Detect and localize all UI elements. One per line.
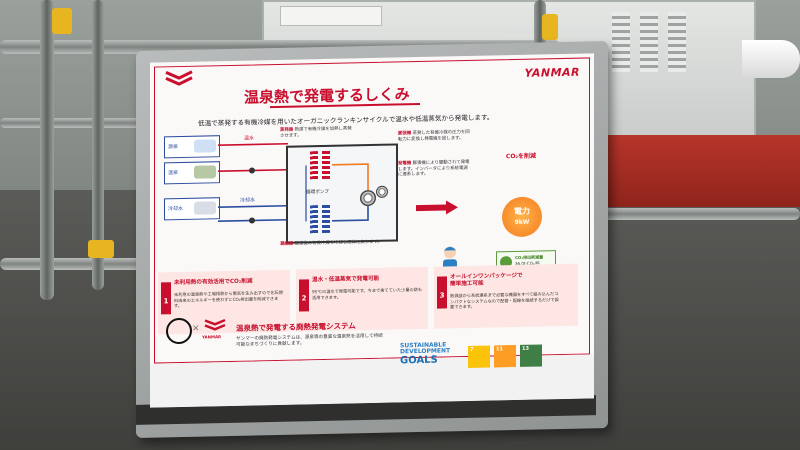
orc-diagram: 源泉 温泉 冷却水 温水 冷却水 <box>164 126 470 248</box>
collab-x: × <box>192 323 200 334</box>
flow-label-hot: 温水 <box>244 135 255 142</box>
sdg-logo: SUSTAINABLE DEVELOPMENT GOALS <box>400 341 451 367</box>
vent-icon <box>612 12 630 72</box>
orc-module: 循環ポンプ <box>286 143 398 244</box>
note-evaporator: 蒸発器 熱源で有機冷媒を加熱し蒸発させます。 <box>280 126 352 139</box>
note-expander: 膨張機 蒸発した有機冷媒の圧力を回転力に変換し発電機を回します。 <box>398 129 470 142</box>
vent-icon <box>668 12 686 72</box>
refrigerant-loop <box>305 163 369 222</box>
feature-heading-2: 簡単施工可能 <box>450 280 484 288</box>
scaffold-pipe <box>0 118 150 128</box>
white-pipe <box>742 40 800 78</box>
scaffold-pipe <box>590 208 800 220</box>
yellow-clamp <box>88 240 114 258</box>
source-label: 源泉 <box>168 144 179 151</box>
scaffold-pipe <box>0 258 150 270</box>
poster: YANMAR 温泉熱で発電するしくみ 低温で蒸発する有機冷媒を用いたオーガニック… <box>150 53 594 408</box>
source-image <box>194 165 216 179</box>
note-generator: 発電機 膨張機により駆動されて発電します。インバータにより系統電源に連系します。 <box>398 159 470 178</box>
chevron-logo-icon <box>204 319 226 331</box>
brand-logo: YANMAR <box>524 65 580 80</box>
feature-card: 3 オールインワンパッケージで 簡単施工可能 熱源部から系統連系まで必要な機器を… <box>434 263 578 329</box>
pump-label: 循環ポンプ <box>306 189 329 196</box>
source-label: 温泉 <box>168 170 179 177</box>
feature-heading: 未利用熱の有効活用でCO₂削減 <box>174 278 253 287</box>
feature-number: 2 <box>299 279 309 312</box>
chevron-logo-icon <box>165 70 193 86</box>
feature-desc: 熱源部から系統連系まで必要な機器をすべて組み込んだコンパクトなシステムなので配管… <box>450 291 559 310</box>
power-value: 9kW <box>514 218 530 227</box>
source-box: 冷却水 <box>164 197 220 221</box>
machine-label-plate <box>280 6 382 26</box>
feature-number: 3 <box>437 276 447 309</box>
vent-icon <box>640 12 658 72</box>
sdg-tile-13: 13 <box>520 344 542 367</box>
feature-desc: 95℃の温水で発電可能です。今まで捨てていた少量の熱も活用できます。 <box>312 286 423 300</box>
flow-label-cool: 冷却水 <box>240 197 256 204</box>
footer-brand: YANMAR <box>202 334 222 340</box>
red-equipment-base <box>597 135 800 207</box>
sdg-tile-7: 7 <box>468 345 490 368</box>
scaffold-post <box>92 0 104 290</box>
feature-desc: 未利用の温泉熱や工場排熱から電気を生み出すので化石燃料由来のエネルギーを使わずに… <box>174 289 283 309</box>
source-label: 冷却水 <box>168 205 184 213</box>
source-image <box>194 139 216 153</box>
source-box: 源泉 <box>164 135 220 159</box>
sdg-tile-11: 11 <box>494 344 516 368</box>
source-box: 温泉 <box>164 161 220 185</box>
scaffold-post <box>40 0 54 300</box>
power-label: 電力 <box>514 206 530 217</box>
co2-callout: CO₂を削減 <box>505 152 537 161</box>
flow-lines <box>218 142 288 224</box>
arrow-right-icon <box>416 200 458 215</box>
yellow-clamp <box>542 14 558 40</box>
source-image <box>194 201 216 215</box>
feature-heading: 温水・低温蒸気で発電可能 <box>312 275 380 284</box>
feature-number: 1 <box>161 282 171 315</box>
yellow-clamp <box>52 8 72 34</box>
